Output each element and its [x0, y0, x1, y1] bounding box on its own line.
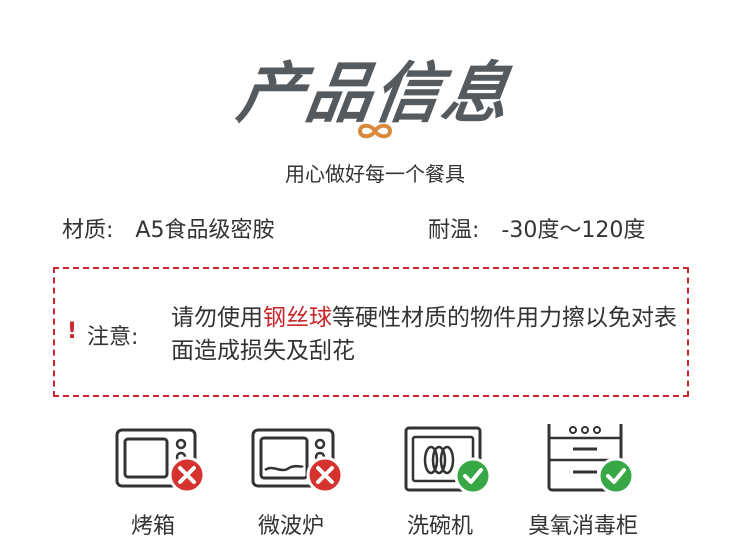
- temperature-label: 耐温:: [428, 218, 480, 243]
- appliance-disinfection-cabinet: 臭氧消毒柜: [518, 424, 648, 540]
- notice-text-before: 请勿使用: [171, 305, 263, 331]
- appliance-microwave: 微波炉: [226, 424, 356, 540]
- infinity-icon: [357, 123, 393, 139]
- appliance-dishwasher: 洗碗机: [375, 424, 505, 540]
- appliance-label: 微波炉: [257, 514, 324, 539]
- oven-icon: [115, 428, 203, 494]
- temperature-spec: 耐温: -30度～120度: [428, 212, 645, 244]
- check-icon: [454, 457, 490, 495]
- appliance-label: 洗碗机: [406, 514, 473, 539]
- material-spec: 材质: A5食品级密胺: [62, 212, 274, 244]
- material-label: 材质:: [62, 218, 114, 243]
- appliance-label: 臭氧消毒柜: [527, 514, 638, 539]
- material-value: A5食品级密胺: [135, 218, 275, 243]
- notice-text-after: 等硬性材质的物件用力擦以免对表面造成损失及刮花: [171, 305, 677, 364]
- appliance-oven: 烤箱: [88, 424, 218, 540]
- check-icon: [597, 457, 633, 495]
- notice-box: ! 注意: 请勿使用钢丝球等硬性材质的物件用力擦以免对表面造成损失及刮花: [53, 267, 689, 397]
- page-subtitle: 用心做好每一个餐具: [285, 162, 465, 186]
- microwave-icon: [251, 428, 341, 494]
- dishwasher-icon: [404, 426, 490, 495]
- temperature-value: -30度～120度: [501, 218, 646, 243]
- notice-text: 请勿使用钢丝球等硬性材质的物件用力擦以免对表面造成损失及刮花: [171, 302, 691, 368]
- notice-label: 注意:: [87, 325, 139, 350]
- warning-mark: !: [67, 319, 78, 344]
- notice-text-highlight: 钢丝球: [263, 305, 332, 331]
- appliance-label: 烤箱: [130, 514, 175, 539]
- disinfection-cabinet-icon: [547, 424, 633, 495]
